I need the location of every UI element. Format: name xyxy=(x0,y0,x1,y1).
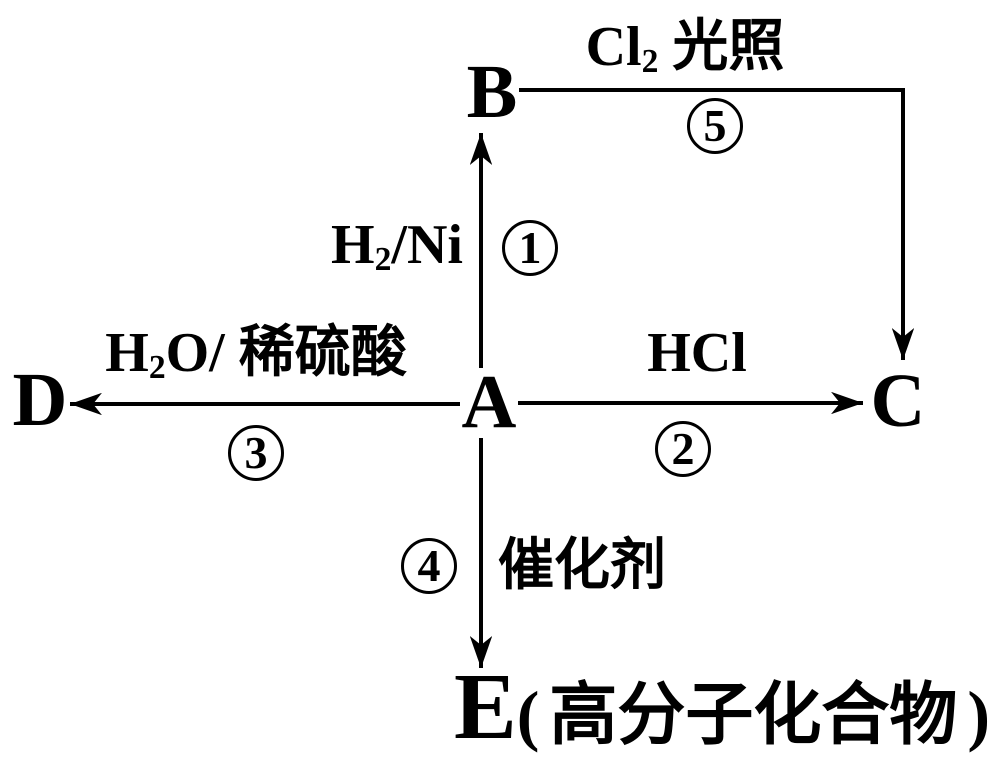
reagent-h2o-subscript: 2 xyxy=(148,349,166,387)
node-e-paren-close: ) xyxy=(967,677,991,753)
reagent-h2o-rest: O/ 稀硫酸 xyxy=(165,322,407,384)
node-compound-d: D xyxy=(12,358,68,442)
node-compound-e: E(高分子化合物) xyxy=(454,660,990,754)
node-compound-a: A xyxy=(461,360,517,444)
reagent-h2ni-main: H xyxy=(331,214,375,276)
arrow-b-to-c-icon xyxy=(519,88,915,360)
node-e-paren-open: ( xyxy=(516,677,540,753)
step-badge-5: 5 xyxy=(687,98,743,154)
step-badge-2: 2 xyxy=(655,421,711,477)
reagent-label-cl2-light: Cl2 光照 xyxy=(585,16,785,79)
step-badge-4: 4 xyxy=(401,538,457,594)
reagent-h2ni-subscript: 2 xyxy=(374,241,392,279)
reagent-label-catalyst: 催化剂 xyxy=(498,535,666,597)
reagent-label-h2-ni: H2/Ni xyxy=(331,214,463,277)
reagent-cl2-main: Cl xyxy=(585,16,642,78)
node-e-letter: E xyxy=(454,655,517,759)
step-badge-3: 3 xyxy=(228,425,284,481)
reagent-label-h2o-acid: H2O/ 稀硫酸 xyxy=(105,322,407,385)
step-badge-1: 1 xyxy=(502,220,558,276)
reagent-label-hcl: HCl xyxy=(647,322,747,384)
reagent-cl2-condition: 光照 xyxy=(658,16,785,78)
node-e-description: 高分子化合物 xyxy=(549,677,958,753)
node-compound-c: C xyxy=(870,359,926,443)
reagent-cl2-subscript: 2 xyxy=(641,43,659,81)
node-compound-b: B xyxy=(466,50,518,134)
reagent-h2o-main: H xyxy=(105,322,149,384)
reagent-h2ni-rest: /Ni xyxy=(391,214,463,276)
